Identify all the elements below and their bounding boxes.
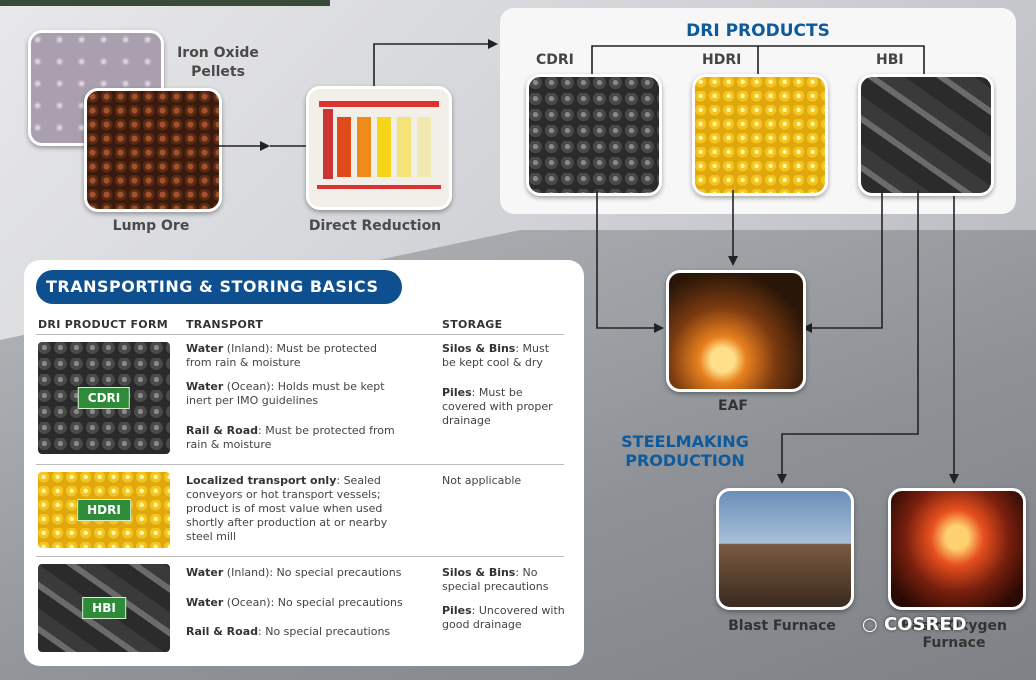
table-row: Silos & Bins: No special precautions bbox=[442, 566, 549, 593]
transport-storage-panel: TRANSPORTING & STORING BASICS DRI PRODUC… bbox=[24, 260, 584, 666]
cdri-tag: CDRI bbox=[77, 387, 131, 409]
table-row: Rail & Road: No special precautions bbox=[186, 625, 391, 638]
lump-ore-image bbox=[84, 88, 222, 212]
lump-ore-caption: Lump Ore bbox=[112, 218, 190, 234]
row-rule bbox=[36, 556, 564, 557]
table-row: Water (Inland): Must be protected from r… bbox=[186, 342, 377, 369]
cdri-image bbox=[526, 74, 662, 196]
hbi-transport: Water (Inland): No special precautions W… bbox=[186, 566, 426, 639]
cdri-label: CDRI bbox=[536, 52, 574, 68]
hbi-row-image: HBI bbox=[38, 564, 170, 652]
table-row: Piles: Uncovered with good drainage bbox=[442, 604, 565, 631]
hdri-label: HDRI bbox=[702, 52, 742, 68]
reduction-plant-diagram bbox=[317, 101, 441, 189]
cdri-storage: Silos & Bins: Must be kept cool & dry Pi… bbox=[442, 342, 566, 428]
blast-furnace-caption: Blast Furnace bbox=[728, 618, 836, 634]
row-rule bbox=[36, 464, 564, 465]
direct-reduction-image bbox=[306, 86, 452, 210]
direct-reduction-caption: Direct Reduction bbox=[308, 218, 442, 234]
blast-furnace-image bbox=[716, 488, 854, 610]
table-row: Water (Ocean): No special precautions bbox=[186, 596, 403, 609]
hdri-image bbox=[692, 74, 828, 196]
table-row: Silos & Bins: Must be kept cool & dry bbox=[442, 342, 550, 369]
basic-oxygen-furnace-image bbox=[888, 488, 1026, 610]
hdri-row-image: HDRI bbox=[38, 472, 170, 548]
col-header-storage: STORAGE bbox=[442, 318, 503, 331]
table-row: Water (Ocean): Holds must be kept inert … bbox=[186, 380, 385, 407]
top-decor-line bbox=[0, 0, 330, 6]
cdri-transport: Water (Inland): Must be protected from r… bbox=[186, 342, 406, 452]
hdri-tag: HDRI bbox=[77, 499, 131, 521]
hdri-transport: Localized transport only: Sealed conveyo… bbox=[186, 474, 388, 543]
table-row: Water (Inland): No special precautions bbox=[186, 566, 402, 579]
hbi-tag: HBI bbox=[82, 597, 126, 619]
col-header-transport: TRANSPORT bbox=[186, 318, 264, 331]
reduction-to-dri-arrow bbox=[373, 39, 498, 86]
hdri-storage: Not applicable bbox=[442, 474, 522, 487]
eaf-caption: EAF bbox=[718, 398, 748, 414]
eaf-image bbox=[666, 270, 806, 392]
dri-products-title: DRI PRODUCTS bbox=[686, 21, 830, 41]
table-row: Piles: Must be covered with proper drain… bbox=[442, 386, 553, 427]
basic-oxygen-furnace-caption: Basic Oxygen Furnace bbox=[901, 618, 1007, 651]
chat-icon: ○ bbox=[862, 614, 878, 635]
hbi-label: HBI bbox=[876, 52, 904, 68]
steelmaking-production-label: STEELMAKING PRODUCTION bbox=[621, 432, 749, 470]
col-header-form: DRI PRODUCT FORM bbox=[38, 318, 168, 331]
pellets-caption: Iron Oxide Pellets bbox=[177, 45, 259, 80]
header-rule bbox=[36, 334, 564, 335]
hbi-image bbox=[858, 74, 994, 196]
table-row: Rail & Road: Must be protected from rain… bbox=[186, 424, 395, 451]
panel-title: TRANSPORTING & STORING BASICS bbox=[36, 270, 402, 304]
watermark: ○ COSRED bbox=[862, 614, 967, 635]
hbi-storage: Silos & Bins: No special precautions Pil… bbox=[442, 566, 566, 632]
cdri-row-image: CDRI bbox=[38, 342, 170, 454]
